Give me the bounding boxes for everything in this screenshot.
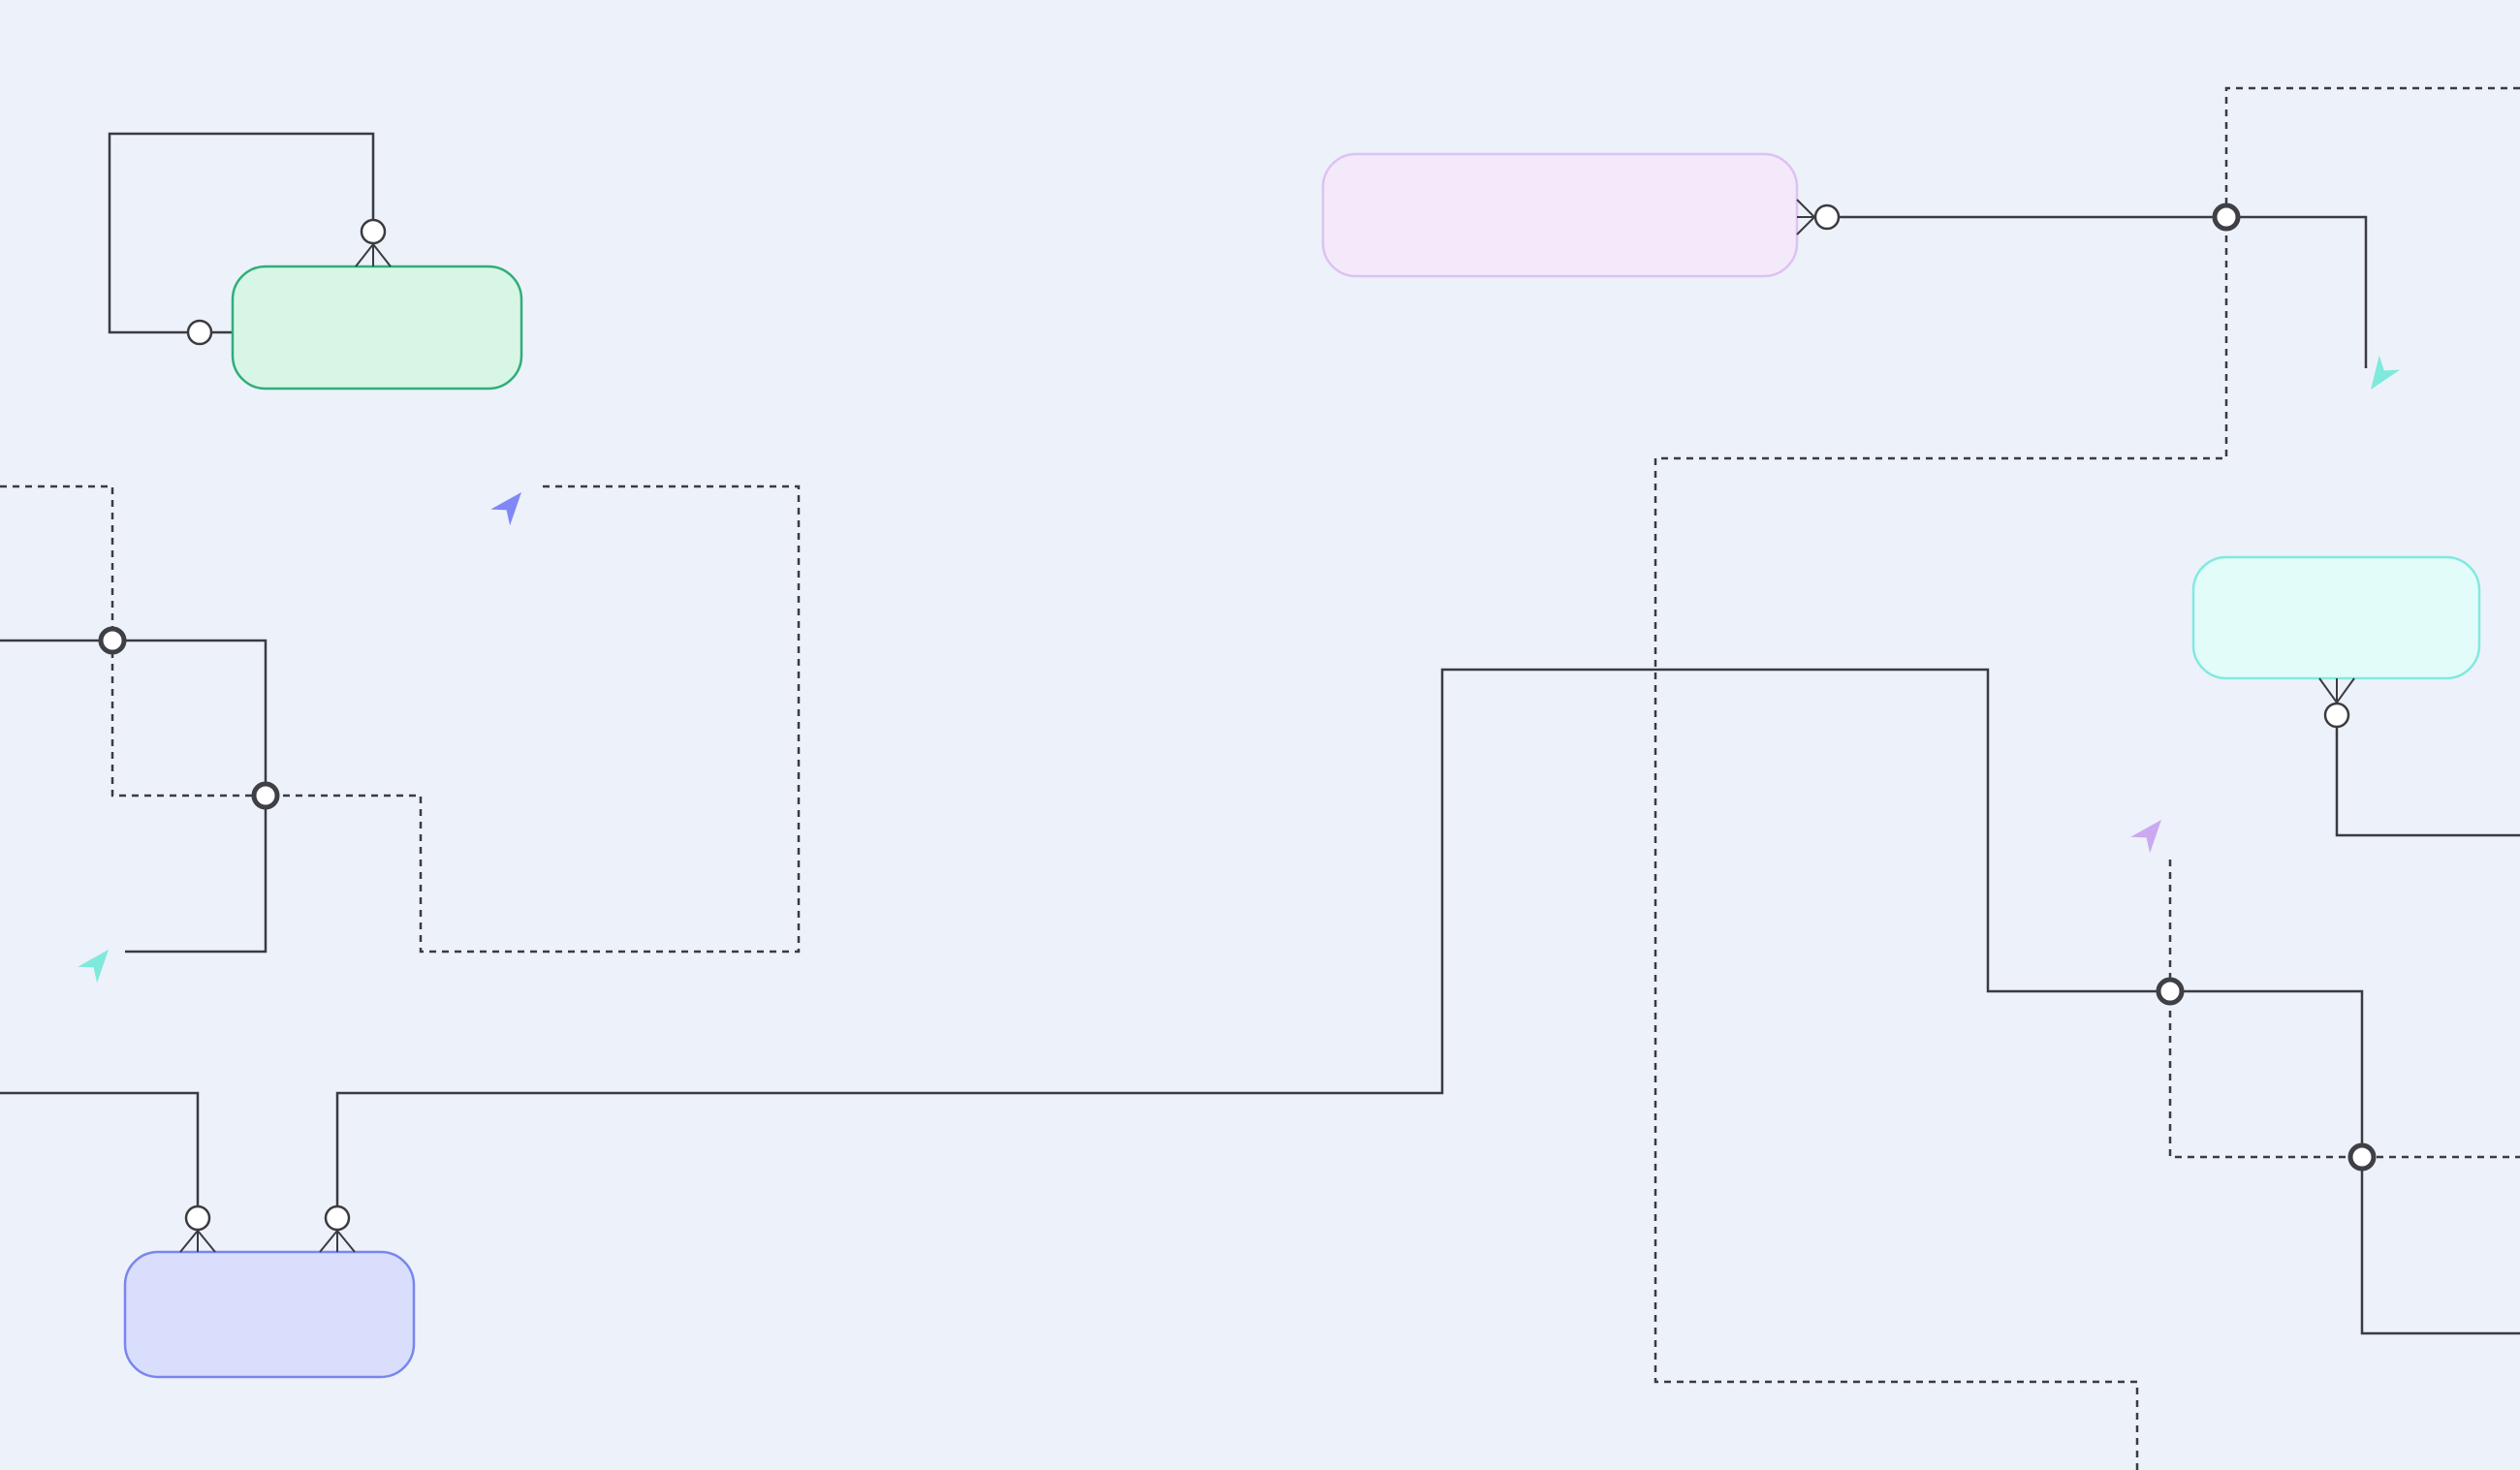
port-green-left <box>186 319 213 346</box>
crowfoot-green-top <box>355 243 374 267</box>
crowfoot-green-top <box>372 243 392 267</box>
crowfoot-cyan-bottom <box>2318 677 2338 704</box>
crowfoot-blue-right <box>319 1230 338 1253</box>
dashed-connector-left[interactable] <box>0 485 801 954</box>
port-blue-top-right <box>324 1204 351 1232</box>
connector-purple-right[interactable] <box>1839 215 2368 368</box>
port-green-top <box>360 218 387 245</box>
connector-cyan-down[interactable] <box>2335 727 2520 837</box>
ring-right-lower <box>2347 1142 2377 1172</box>
ring-left-upper <box>98 626 127 655</box>
ring-right-middle <box>2156 977 2185 1006</box>
crowfoot-blue-right <box>336 1230 356 1253</box>
entity-node-green[interactable] <box>231 265 523 391</box>
connector-blue-long[interactable] <box>335 668 2520 1335</box>
connector-green-self-loop[interactable] <box>108 132 375 334</box>
crowfoot-purple-right <box>1796 216 1815 235</box>
port-cyan-bottom <box>2323 702 2350 729</box>
crowfoot-cyan-bottom <box>2336 677 2355 704</box>
port-blue-top-left <box>184 1204 211 1232</box>
ring-top-right <box>2212 203 2241 232</box>
collab-cursor-teal-left <box>78 950 109 984</box>
collab-cursor-teal-right <box>2371 355 2401 390</box>
connector-blue-left[interactable] <box>0 1091 200 1206</box>
collab-cursor-lavender <box>2130 820 2161 854</box>
collab-cursor-indigo <box>490 492 521 526</box>
ring-left-lower <box>251 781 280 810</box>
entity-node-cyan[interactable] <box>2191 555 2481 680</box>
entity-node-purple[interactable] <box>1321 152 1799 278</box>
dashed-connector-right[interactable] <box>2168 860 2520 1159</box>
port-purple-right <box>1813 203 1841 231</box>
dashed-connector-top-right[interactable] <box>1654 86 2520 1470</box>
crowfoot-purple-right <box>1796 199 1815 218</box>
crowfoot-blue-left <box>179 1230 199 1253</box>
entity-node-blue[interactable] <box>123 1250 416 1379</box>
crowfoot-blue-left <box>197 1230 216 1253</box>
